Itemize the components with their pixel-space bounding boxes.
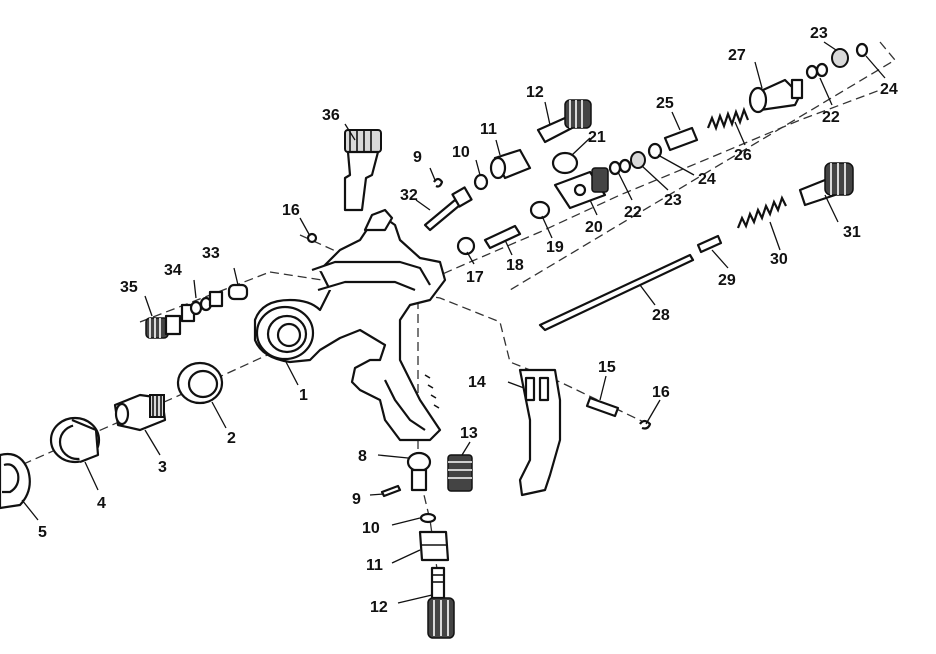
part-24-washer-mid — [647, 142, 663, 160]
part-9-clip-bottom — [380, 484, 402, 498]
callout-22-mid: 22 — [624, 204, 642, 221]
callout-9-top: 9 — [413, 149, 422, 166]
callout-19: 19 — [546, 239, 564, 256]
part-13-air-inlet — [447, 454, 473, 492]
callout-34: 34 — [164, 262, 182, 279]
part-11-nut-top — [489, 148, 532, 180]
part-23-nut-top — [831, 48, 849, 68]
callout-16-right: 16 — [652, 384, 670, 401]
callout-12-bottom: 12 — [370, 599, 388, 616]
callout-10-top: 10 — [452, 144, 470, 161]
callout-22-top: 22 — [822, 109, 840, 126]
callout-35: 35 — [120, 279, 138, 296]
callout-labels: 1 2 3 4 5 8 9 9 10 10 11 11 12 12 13 14 … — [38, 25, 898, 616]
part-22-washers-top — [805, 62, 829, 80]
callout-5: 5 — [38, 524, 47, 541]
part-10-washer-top — [473, 173, 489, 191]
callout-10-bottom: 10 — [362, 520, 380, 537]
part-22-washers-mid — [608, 158, 632, 176]
callout-29: 29 — [718, 272, 736, 289]
part-21-o-ring — [551, 151, 579, 175]
part-9-clip-top — [433, 177, 444, 188]
part-20-valve-housing — [553, 167, 609, 210]
callout-26: 26 — [734, 147, 752, 164]
callout-32: 32 — [400, 187, 418, 204]
part-12-knob-bottom — [427, 566, 455, 639]
callout-24-mid: 24 — [698, 171, 716, 188]
part-28-needle — [538, 253, 695, 332]
callout-2: 2 — [227, 430, 236, 447]
part-31-needle-knob — [798, 162, 854, 207]
leader-lines — [21, 41, 886, 604]
callout-9-bottom: 9 — [352, 491, 361, 508]
callout-3: 3 — [158, 459, 167, 476]
callout-13: 13 — [460, 425, 478, 442]
part-4-retaining-ring — [49, 416, 101, 464]
part-11-nut-bottom — [418, 530, 450, 562]
part-26-spring — [706, 106, 750, 132]
callout-1: 1 — [299, 387, 308, 404]
part-12-fluid-knob-top — [536, 99, 592, 144]
callout-18: 18 — [506, 257, 524, 274]
callout-17: 17 — [466, 269, 484, 286]
callout-16-top: 16 — [282, 202, 300, 219]
callout-11-top: 11 — [480, 121, 497, 138]
part-24-washer-top — [855, 42, 869, 58]
part-16-clip-right — [639, 419, 652, 430]
part-18-pin — [483, 224, 522, 250]
callout-31: 31 — [843, 224, 861, 241]
part-1-gun-body — [253, 208, 447, 442]
callout-33: 33 — [202, 245, 220, 262]
part-3-air-cap — [113, 393, 167, 432]
part-5-cap-guard — [0, 452, 31, 510]
callout-28: 28 — [652, 307, 670, 324]
part-14-trigger — [518, 368, 562, 497]
callout-23-mid: 23 — [664, 192, 682, 209]
callout-27: 27 — [728, 47, 746, 64]
part-15-trigger-pin — [585, 396, 620, 418]
part-29-pin — [696, 234, 723, 254]
callout-14: 14 — [468, 374, 486, 391]
part-19-ring — [529, 200, 551, 220]
callout-12-top: 12 — [526, 84, 544, 101]
part-10-washer-bottom — [419, 512, 437, 524]
callout-4: 4 — [97, 495, 106, 512]
callout-36: 36 — [322, 107, 340, 124]
part-25-sleeve — [663, 126, 699, 152]
callout-20: 20 — [585, 219, 603, 236]
callout-23-top: 23 — [810, 25, 828, 42]
assembly-axes — [9, 41, 896, 591]
part-36-cup-adapter — [343, 129, 382, 212]
part-35-adjust-knob — [145, 314, 182, 339]
part-17-bushing — [456, 236, 476, 256]
callout-21: 21 — [588, 129, 606, 146]
part-23-nut-mid — [630, 151, 646, 169]
part-32-needle-packing — [423, 186, 473, 232]
part-34-stem — [180, 290, 224, 323]
callout-30: 30 — [770, 251, 788, 268]
callout-24-top: 24 — [880, 81, 898, 98]
part-30-spring — [736, 195, 787, 229]
callout-11-bottom: 11 — [366, 557, 383, 574]
part-2-seal-ring — [176, 361, 224, 405]
callout-8: 8 — [358, 448, 367, 465]
callout-25: 25 — [656, 95, 674, 112]
callout-15: 15 — [598, 359, 616, 376]
part-8-valve-cap — [406, 451, 432, 492]
part-33-bushing — [227, 283, 249, 301]
part-27-spring-housing — [748, 78, 804, 114]
